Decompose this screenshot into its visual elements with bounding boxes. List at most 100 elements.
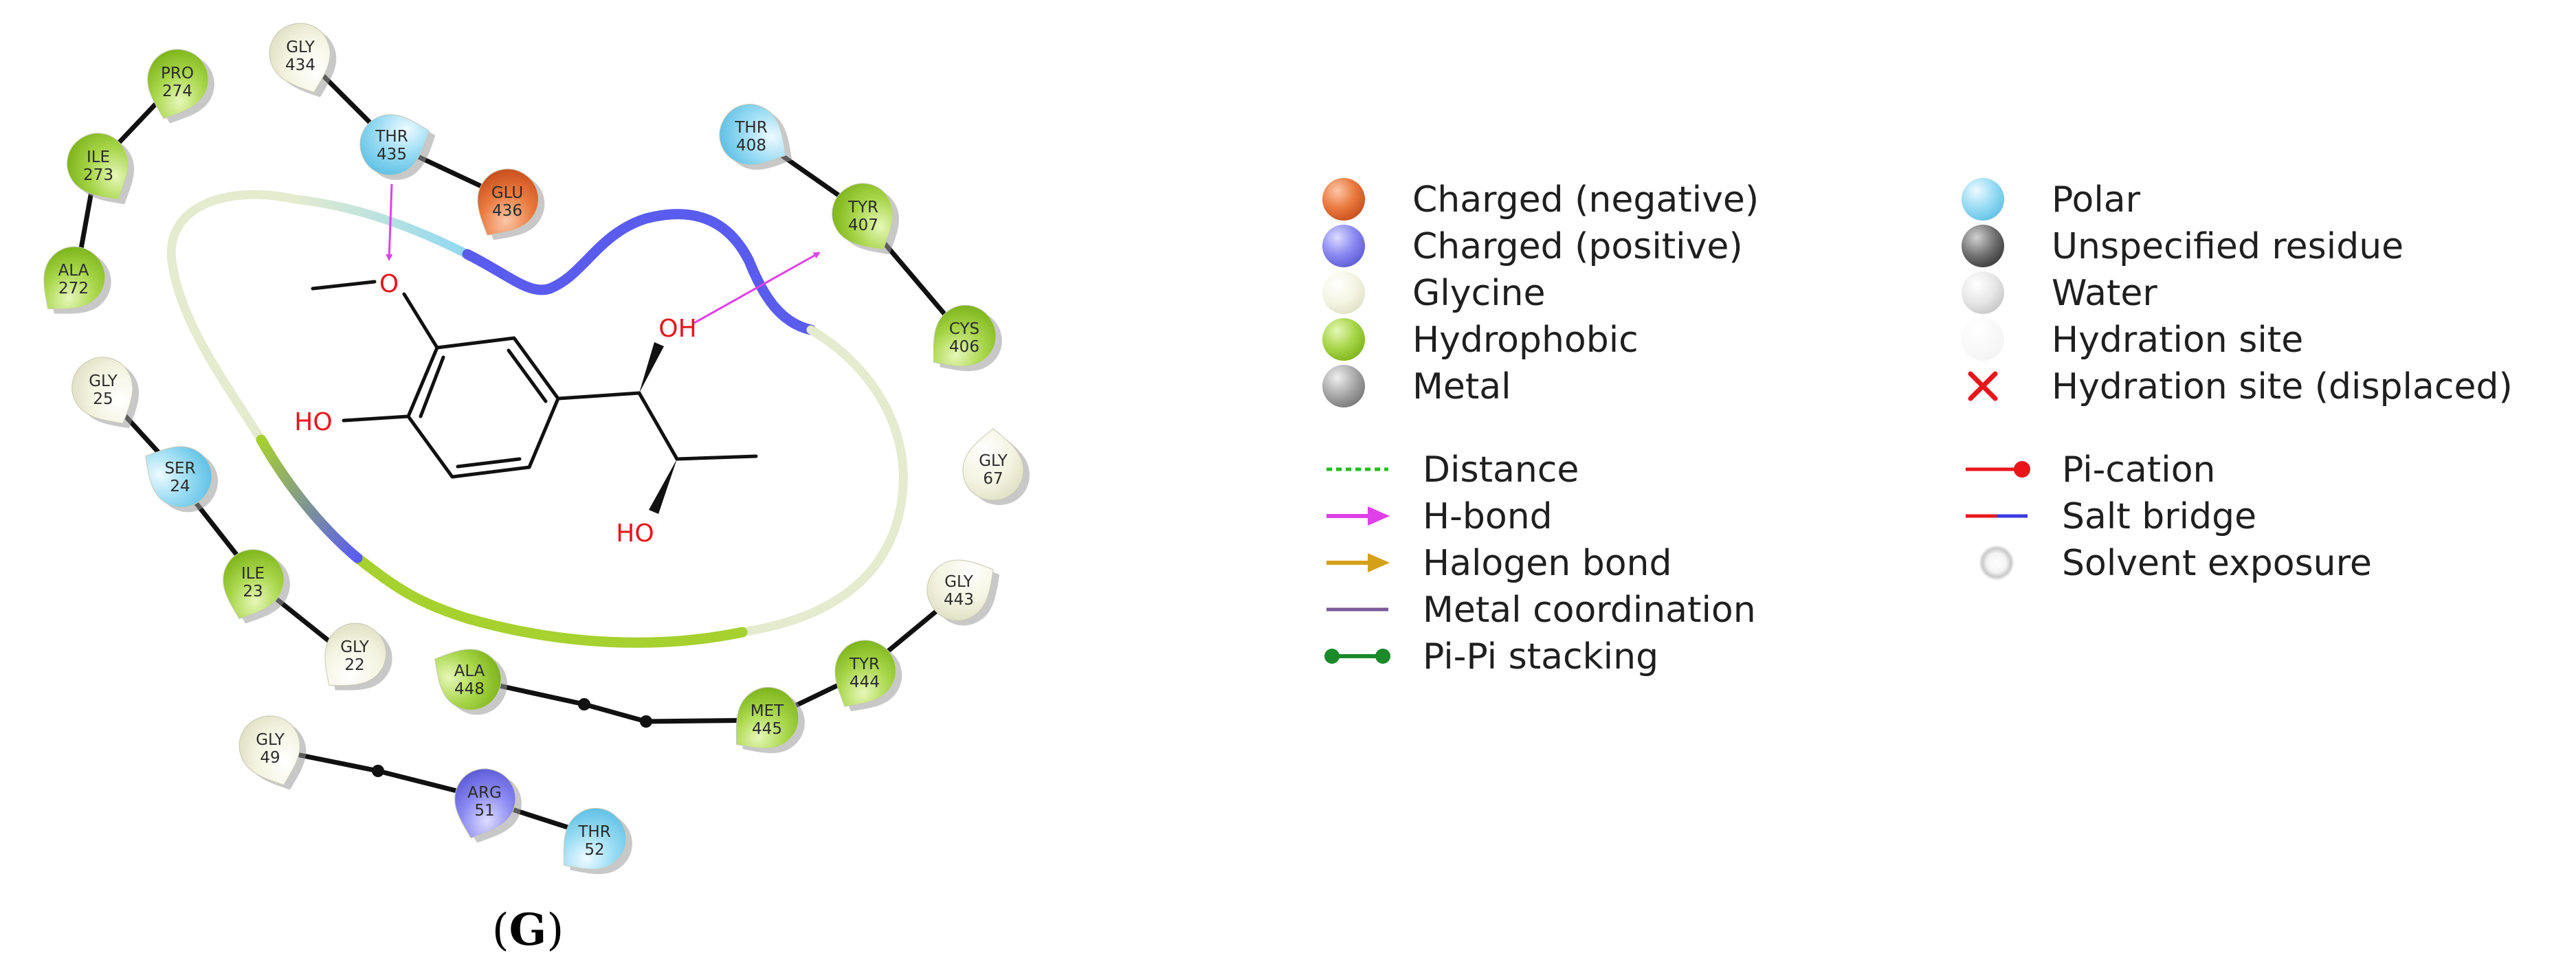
legend-type-label: Hydration site (displaced) [2052, 366, 2513, 407]
residue-drop [434, 649, 502, 710]
legend-residue-types: Charged (negative) Charged (positive)Glyc… [1322, 178, 2513, 407]
gap-dot [372, 765, 384, 777]
residue-name: MET [751, 702, 784, 720]
gap-dot [640, 715, 652, 728]
residue-drop [834, 640, 896, 707]
legend-type-item: Water [1962, 271, 2157, 314]
legend-interaction-label: Solvent exposure [2062, 543, 2372, 584]
residue-name: ILE [241, 565, 265, 583]
legend-type-label: Water [2052, 273, 2157, 314]
residue-number: 448 [454, 680, 485, 698]
pocket-segment-green-bottom [352, 552, 748, 648]
residue-name: ARG [467, 784, 502, 802]
legend-type-label: Charged (negative) [1412, 179, 1759, 221]
residue-drop [454, 768, 516, 839]
residue-name: GLY [979, 452, 1008, 470]
residue-name: THR [577, 823, 610, 841]
residue-name: TYR [847, 199, 878, 216]
legend-interaction-label: Metal coordination [1423, 590, 1756, 631]
residues-layer: PRO274ILE273ALA272GLY434THR435GLU436THR4… [43, 23, 1030, 875]
residue-drop [962, 428, 1024, 501]
legend-interaction-symbol [1326, 553, 1390, 572]
residue-number: 272 [58, 280, 89, 298]
panel-label-open: ( [492, 905, 509, 956]
legend-interaction-item: Metal coordination [1326, 590, 1756, 631]
residue-name: THR [734, 119, 767, 137]
legend-type-label: Charged (positive) [1412, 226, 1743, 267]
ligand-atom-labels: O HO OH HO [294, 270, 696, 548]
panel-label-letter: G [509, 904, 547, 956]
legend-interaction-symbol [1324, 649, 1390, 664]
legend-interaction-label: H-bond [1423, 496, 1553, 537]
residue-name: SER [164, 460, 195, 478]
residue-number: 67 [983, 470, 1003, 488]
residue-drop [359, 114, 430, 176]
residue-drop [563, 807, 627, 870]
residue-name: GLY [340, 638, 370, 656]
legend-interaction-item: Pi-cation [1966, 449, 2216, 491]
residue-drop [926, 559, 994, 621]
legend-type-item: Glycine [1322, 271, 1546, 314]
residue-drop [933, 304, 997, 367]
residue-drop [324, 623, 387, 686]
ligand-structure [311, 280, 758, 479]
residue-drop [223, 549, 285, 620]
legend-interaction-label: Pi-cation [2062, 449, 2216, 491]
residue-number: 25 [93, 390, 113, 408]
legend-type-swatch [1322, 271, 1365, 314]
wedge-c1-oh [639, 342, 664, 393]
residue-drop [477, 168, 539, 236]
ligand-bond-ring-oh [342, 414, 410, 423]
ligand-ring-double-3 [419, 355, 445, 418]
legend-interaction-item: Solvent exposure [1979, 543, 2372, 584]
legend-interaction-item: Distance [1326, 449, 1579, 491]
legend-type-label: Metal [1412, 366, 1511, 407]
legend-interaction-label: Distance [1423, 449, 1579, 491]
ligand-bond-c1-c2 [637, 391, 679, 461]
legend-type-item: Unspecified residue [1962, 225, 2403, 267]
legend-interaction-item: H-bond [1326, 496, 1553, 537]
residue-number: 444 [850, 673, 880, 691]
legend-type-swatch [1962, 225, 2004, 267]
hbond-arrows [386, 183, 821, 324]
ligand-bond-ring-o [402, 292, 439, 350]
residue-drop [832, 183, 893, 250]
residue-number: 23 [243, 583, 263, 601]
residue-number: 445 [752, 720, 782, 738]
residue-number: 24 [170, 478, 190, 495]
ligand-bond-o-methyl [311, 280, 377, 291]
legend-type-item: Hydrophobic [1322, 318, 1639, 361]
legend-type-label: Hydration site [2052, 320, 2303, 361]
legend-type-item: Charged (positive) [1322, 225, 1743, 267]
residue-name: GLY [256, 731, 285, 749]
residue-name: ALA [454, 662, 485, 680]
legend-type-swatch [1322, 225, 1365, 267]
residue-drop [719, 104, 786, 166]
legend-interaction-label: Halogen bond [1423, 543, 1672, 584]
legend-interaction-item: Halogen bond [1326, 543, 1672, 584]
legend-type-swatch [1322, 365, 1365, 407]
residue-drop [238, 715, 300, 786]
residue-name: GLY [944, 573, 974, 591]
legend-type-item: Hydration site [1962, 318, 2303, 361]
ligand-ring [406, 336, 560, 479]
legend-interaction-symbol [1326, 506, 1390, 526]
ligand-bond-c2-methyl [675, 454, 758, 461]
legend-interaction-item: Salt bridge [1966, 496, 2256, 537]
